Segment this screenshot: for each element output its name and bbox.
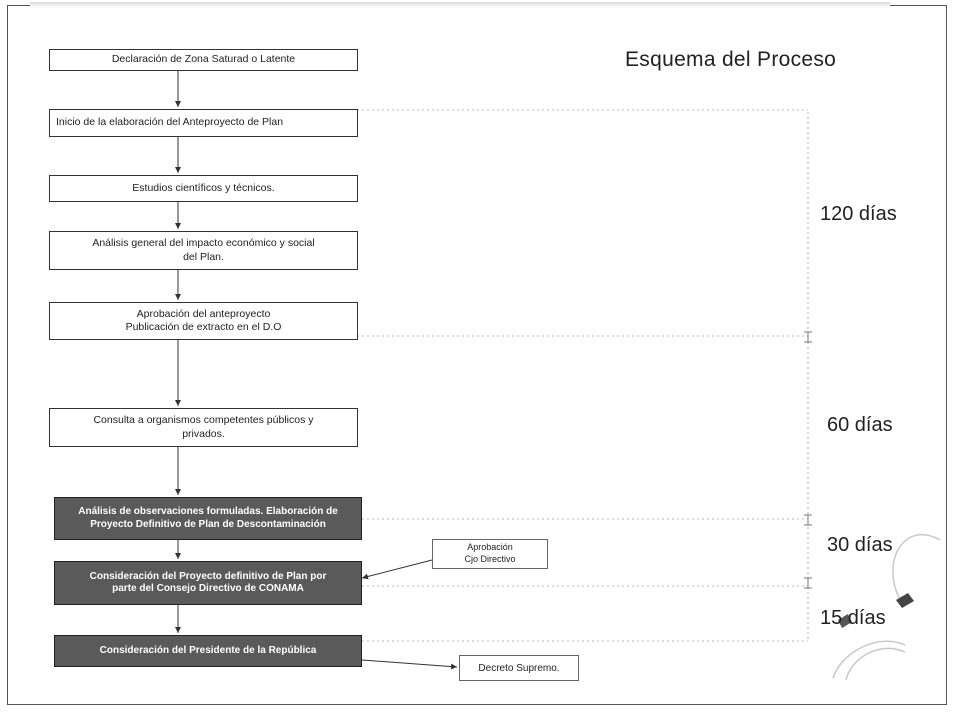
- step-aprobacion-anteproyecto: Aprobación del anteproyecto Publicación …: [49, 302, 358, 340]
- note-decreto-supremo: Decreto Supremo.: [459, 655, 579, 681]
- step-label-line1: Aprobación del anteproyecto: [136, 307, 271, 320]
- note-line1: Aprobación: [467, 542, 513, 553]
- step-label: Consideración del Presidente de la Repúb…: [99, 644, 317, 656]
- note-aprobacion-cjo: Aprobación Cjo Directivo: [432, 539, 548, 569]
- step-label-line2: Proyecto Definitivo de Plan de Descontam…: [90, 518, 326, 530]
- step-label-line1: Análisis general del impacto económico y…: [92, 237, 315, 250]
- step-consideracion-consejo: Consideración del Proyecto definitivo de…: [54, 561, 362, 605]
- step-label-line1: Análisis de observaciones formuladas. El…: [78, 506, 338, 517]
- step-label: Inicio de la elaboración del Anteproyect…: [56, 116, 284, 129]
- bracket-tick-1: [804, 331, 812, 343]
- step-label-line2: parte del Consejo Directivo de CONAMA: [112, 583, 304, 594]
- step-label-line2: del Plan.: [183, 250, 224, 263]
- duration-15: 15 días: [820, 607, 886, 629]
- bracket-tick-3: [804, 577, 812, 589]
- diagram-title: Esquema del Proceso: [625, 48, 837, 71]
- step-label: Declaración de Zona Saturad o Latente: [111, 53, 296, 66]
- step-label-line1: Consideración del Proyecto definitivo de…: [89, 570, 327, 582]
- note-text: Decreto Supremo.: [478, 662, 560, 674]
- decorative-diamond-2: [838, 614, 852, 628]
- decorative-diamond-1: [896, 593, 914, 608]
- step-analisis-observaciones: Análisis de observaciones formuladas. El…: [54, 497, 362, 540]
- decorative-swoosh: [832, 533, 941, 681]
- arrow-s9-n2: [361, 659, 458, 670]
- step-label-line1: Consulta a organismos competentes públic…: [93, 414, 314, 427]
- step-inicio-anteproyecto: Inicio de la elaboración del Anteproyect…: [49, 109, 358, 137]
- duration-30: 30 días: [827, 534, 893, 556]
- step-consideracion-presidente: Consideración del Presidente de la Repúb…: [54, 635, 362, 667]
- step-estudios-cientificos: Estudios científicos y técnicos.: [49, 175, 358, 202]
- bracket-tick-2: [804, 514, 812, 526]
- step-analisis-impacto: Análisis general del impacto económico y…: [49, 231, 358, 270]
- step-label-line2: Publicación de extracto en el D.O: [125, 321, 282, 333]
- note-line2: Cjo Directivo: [464, 554, 516, 564]
- step-label-line2: privados.: [182, 427, 225, 440]
- top-border-shadow: [30, 2, 890, 8]
- duration-120: 120 días: [820, 203, 897, 225]
- step-declaracion-zona: Declaración de Zona Saturad o Latente: [49, 49, 358, 71]
- duration-60: 60 días: [827, 414, 893, 436]
- arrow-n1-s8: [361, 559, 433, 580]
- step-consulta-organismos: Consulta a organismos competentes públic…: [49, 408, 358, 447]
- step-label: Estudios científicos y técnicos.: [132, 181, 275, 194]
